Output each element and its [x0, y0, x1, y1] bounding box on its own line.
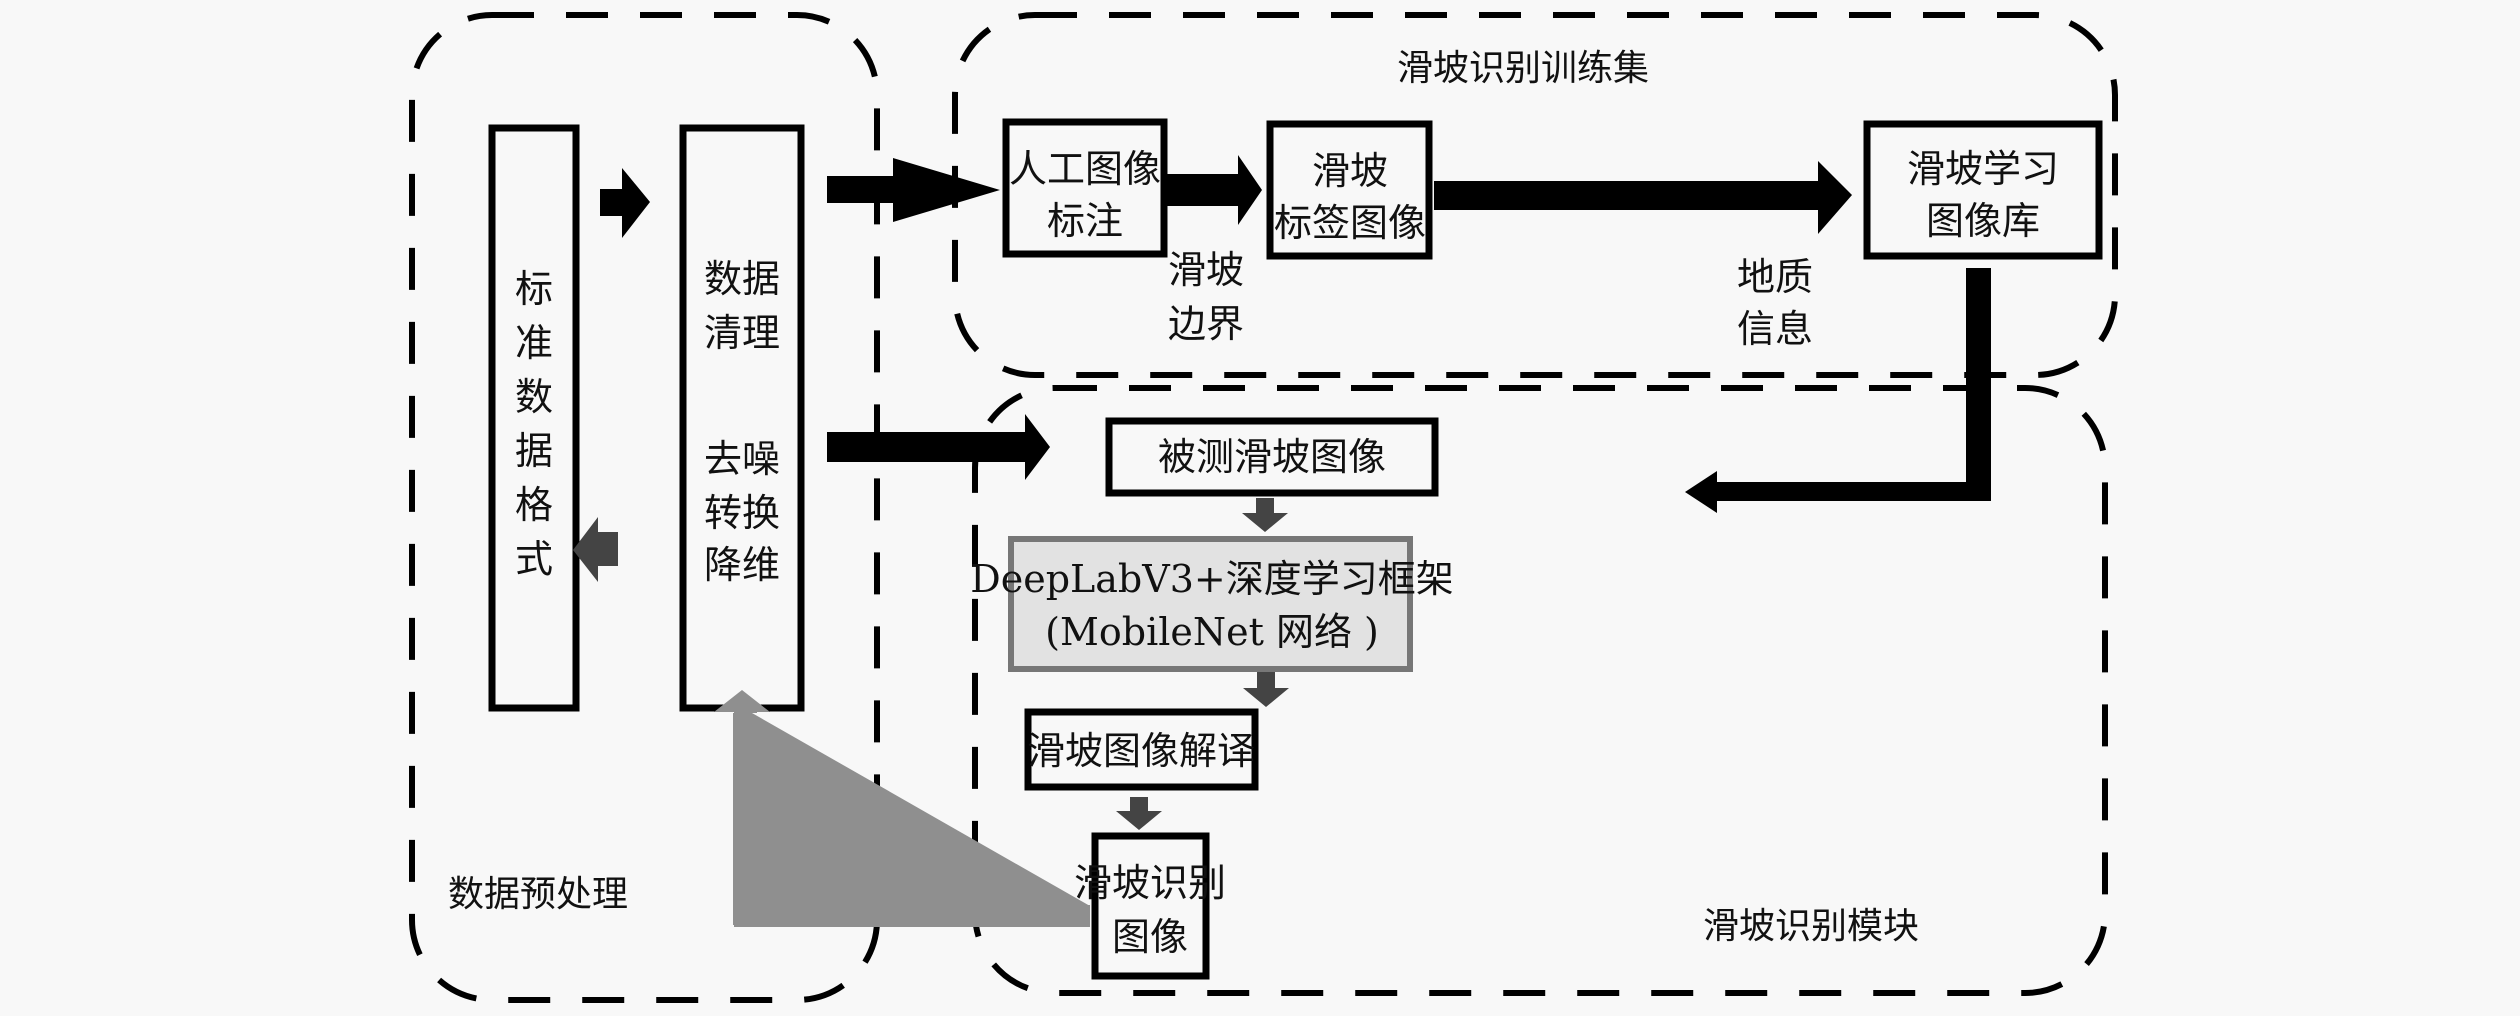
node-deeplab[interactable]: DeepLabV3+深度学习框架 (MobileNet 网络 )	[970, 536, 1454, 672]
node-standard-format[interactable]: 标 准 数 据 格 式	[488, 124, 580, 712]
edge-label-boundary-line: 边界	[1168, 302, 1244, 346]
node-recognition-image-line: 滑坡识别	[1074, 861, 1226, 905]
group-recognition-title: 滑坡识别模块	[1703, 906, 1919, 947]
node-interpretation-label: 滑坡图像解译	[1027, 729, 1255, 773]
node-interpretation[interactable]: 滑坡图像解译	[1024, 708, 1259, 791]
arrow-recognition-feedback-path	[714, 690, 1090, 927]
arrow-cleaning-to-tested	[827, 414, 1050, 480]
edge-label-geology: 地质 信息	[1737, 255, 1813, 351]
node-learning-library-line: 图像库	[1926, 199, 2040, 243]
node-manual-annotation-line: 标注	[1047, 199, 1123, 243]
node-standard-format-char: 式	[515, 537, 553, 581]
arrow-deeplab-to-interpretation	[1243, 672, 1289, 707]
node-label-image-line: 滑坡	[1312, 149, 1388, 193]
group-training-title: 滑坡识别训练集	[1397, 48, 1649, 89]
node-deeplab-line: DeepLabV3+深度学习框架	[970, 557, 1453, 601]
node-standard-format-char: 数	[515, 375, 553, 419]
arrow-standard-to-cleaning	[600, 168, 650, 238]
node-data-cleaning-line: 数据	[704, 257, 780, 301]
node-data-cleaning-line: 清理	[704, 311, 780, 355]
edge-label-boundary: 滑坡 边界	[1168, 248, 1244, 346]
node-tested-image[interactable]: 被测滑坡图像	[1105, 417, 1439, 497]
edge-label-boundary-line: 滑坡	[1168, 248, 1244, 292]
node-data-cleaning-line: 去噪	[704, 437, 780, 481]
arrow-label-to-library	[1434, 161, 1852, 234]
arrow-cleaning-to-standard	[573, 517, 618, 582]
node-recognition-image[interactable]: 滑坡识别 图像	[1074, 832, 1226, 980]
group-preprocess-title: 数据预处理	[448, 874, 628, 915]
node-tested-image-label: 被测滑坡图像	[1158, 435, 1386, 479]
arrow-recognition-feedback	[727, 706, 1090, 925]
arrow-library-to-deeplab	[1685, 268, 1991, 513]
node-data-cleaning[interactable]: 数据 清理 去噪 转换 降维	[679, 124, 805, 712]
node-data-cleaning-line: 降维	[704, 543, 780, 587]
edge-label-geology-line: 地质	[1737, 255, 1813, 299]
node-standard-format-char: 准	[515, 321, 553, 365]
node-recognition-image-line: 图像	[1112, 915, 1188, 959]
group-preprocess-border	[409, 12, 880, 1003]
node-manual-annotation[interactable]: 人工图像 标注	[1002, 118, 1168, 258]
node-label-image-line: 标签图像	[1274, 201, 1426, 245]
arrow-tested-to-deeplab	[1242, 498, 1288, 532]
node-learning-library[interactable]: 滑坡学习 图像库	[1863, 120, 2103, 260]
node-manual-annotation-line: 人工图像	[1009, 147, 1161, 191]
arrow-annotation-to-label	[1161, 155, 1262, 225]
edge-label-geology-line: 信息	[1737, 307, 1813, 351]
node-learning-library-line: 滑坡学习	[1907, 147, 2059, 191]
arrow-interpretation-to-recognition	[1116, 797, 1162, 830]
node-label-image[interactable]: 滑坡 标签图像	[1266, 120, 1433, 260]
node-standard-format-char: 据	[515, 429, 553, 473]
arrow-cleaning-to-annotation	[827, 158, 1000, 222]
node-standard-format-char: 格	[515, 483, 553, 527]
node-standard-format-char: 标	[515, 267, 553, 311]
node-deeplab-line: (MobileNet 网络 )	[1045, 610, 1379, 654]
group-recognition-border	[972, 385, 2108, 996]
node-data-cleaning-line: 转换	[704, 491, 780, 535]
